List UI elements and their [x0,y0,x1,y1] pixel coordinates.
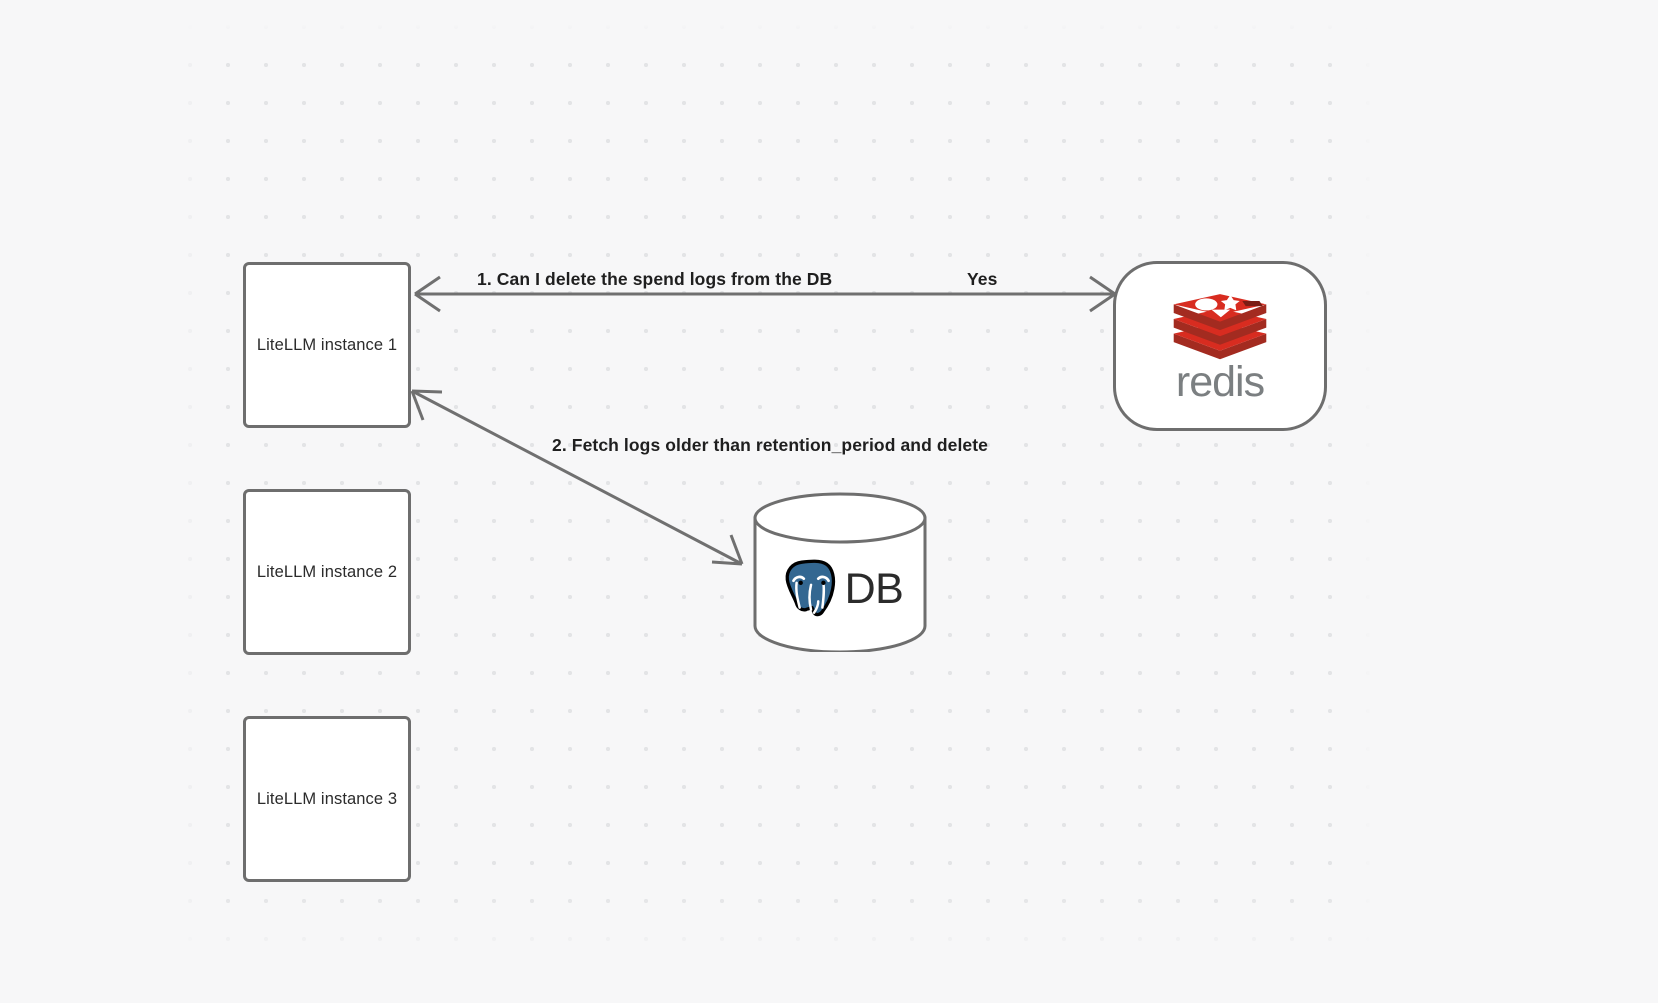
node-database[interactable]: DB [752,492,928,652]
node-litellm-instance-3[interactable]: LiteLLM instance 3 [243,716,411,882]
redis-wordmark: redis [1175,357,1265,406]
connector-litellm1-database [410,389,744,566]
edge-label-2-number: 2. [552,435,567,455]
cylinder-shape [753,492,927,652]
edge-label-1-number: 1. [477,269,492,289]
edge-label-1-text: Can I delete the spend logs from the DB [496,269,833,289]
edge-label-1: 1.Can I delete the spend logs from the D… [477,269,832,290]
edge-label-2-text: Fetch logs older than retention_period a… [571,435,988,455]
node-litellm-instance-1[interactable]: LiteLLM instance 1 [243,262,411,428]
postgresql-elephant-icon [785,559,835,620]
edge-label-2: 2.Fetch logs older than retention_period… [552,435,988,456]
node-litellm-instance-2[interactable]: LiteLLM instance 2 [243,489,411,655]
redis-logo-icon [1173,293,1267,359]
edge-label-1-reply: Yes [967,269,998,289]
node-litellm-instance-1-label: LiteLLM instance 1 [256,335,398,354]
node-redis[interactable]: redis [1113,261,1327,431]
node-litellm-instance-3-label: LiteLLM instance 3 [256,789,398,808]
node-litellm-instance-2-label: LiteLLM instance 2 [256,562,398,581]
database-label: DB [844,564,904,613]
connector-litellm1-redis [414,275,1116,313]
